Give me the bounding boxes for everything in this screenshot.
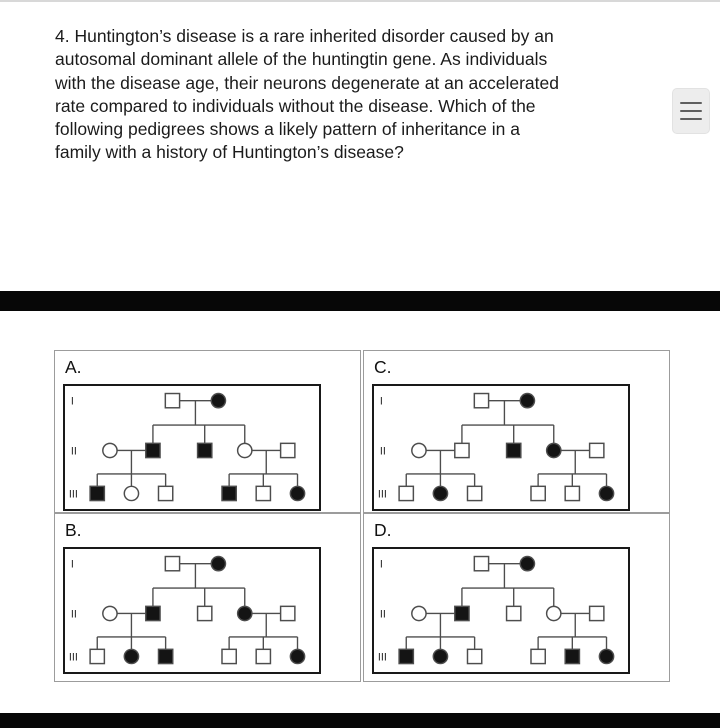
menu-bar-line — [680, 118, 702, 120]
person-I-2-affected — [519, 555, 536, 572]
person-II-5-unaffected — [279, 605, 296, 622]
question-line: autosomal dominant allele of the hunting… — [55, 49, 548, 70]
person-II-5-unaffected — [279, 442, 296, 459]
question-line: family with a history of Huntington’s di… — [55, 142, 404, 163]
person-I-2-affected — [210, 392, 227, 409]
person-III-3-unaffected — [466, 648, 483, 665]
person-III-5-unaffected — [255, 485, 272, 502]
top-edge-divider — [0, 0, 720, 2]
person-III-5-unaffected — [564, 485, 581, 502]
person-III-3-unaffected — [157, 485, 174, 502]
person-I-1-unaffected — [164, 555, 181, 572]
generation-label: III — [378, 651, 387, 663]
question-line: with the disease age, their neurons dege… — [55, 72, 559, 93]
person-III-1-affected — [89, 485, 106, 502]
person-II-3-unaffected — [196, 605, 213, 622]
person-III-2-unaffected — [123, 485, 140, 502]
menu-bar-line — [680, 110, 702, 112]
person-I-1-unaffected — [473, 555, 490, 572]
person-III-6-affected — [289, 648, 306, 665]
person-III-3-affected — [157, 648, 174, 665]
person-II-5-unaffected — [588, 442, 605, 459]
generation-label: I — [71, 559, 74, 571]
person-III-4-affected — [221, 485, 237, 502]
person-II-2-affected — [145, 605, 161, 622]
person-II-3-affected — [196, 442, 213, 459]
generation-label: II — [71, 445, 77, 457]
person-III-1-unaffected — [398, 485, 415, 502]
person-I-2-affected — [210, 555, 227, 572]
person-III-2-affected — [432, 485, 449, 502]
generation-label: I — [71, 396, 74, 408]
person-II-1-unaffected — [411, 605, 427, 622]
generation-label: II — [380, 608, 386, 620]
generation-label: II — [71, 608, 77, 620]
person-II-1-unaffected — [102, 442, 118, 459]
generation-label: I — [380, 559, 383, 571]
person-III-2-affected — [432, 648, 449, 665]
option-c-label: C. — [374, 357, 392, 377]
black-divider-bar — [0, 291, 720, 311]
question-line: following pedigrees shows a likely patte… — [55, 119, 520, 140]
person-II-4-affected — [236, 605, 253, 622]
option-a-label: A. — [65, 357, 82, 377]
person-II-1-unaffected — [102, 605, 118, 622]
person-III-1-unaffected — [89, 648, 106, 665]
person-III-5-affected — [564, 648, 581, 665]
person-I-1-unaffected — [473, 392, 490, 409]
person-III-1-affected — [398, 648, 415, 665]
generation-label: III — [378, 488, 387, 500]
person-III-5-unaffected — [255, 648, 272, 665]
menu-bar-line — [680, 102, 702, 104]
person-III-6-affected — [598, 485, 615, 502]
bottom-black-bar — [0, 713, 720, 728]
person-II-2-affected — [454, 605, 470, 622]
person-II-2-affected — [145, 442, 161, 459]
person-III-4-unaffected — [530, 648, 546, 665]
person-II-3-unaffected — [505, 605, 522, 622]
question-line: rate compared to individuals without the… — [55, 95, 536, 116]
person-II-5-unaffected — [588, 605, 605, 622]
person-III-6-affected — [598, 648, 615, 665]
person-II-3-affected — [505, 442, 522, 459]
option-d-label: D. — [374, 520, 392, 540]
question-text: 4. Huntington’s disease is a rare inheri… — [55, 25, 559, 165]
person-II-4-affected — [545, 442, 562, 459]
person-II-4-unaffected — [545, 605, 562, 622]
person-III-3-unaffected — [466, 485, 483, 502]
question-line: 4. Huntington’s disease is a rare inheri… — [55, 26, 554, 46]
generation-label: III — [69, 651, 78, 663]
person-II-4-unaffected — [236, 442, 253, 459]
person-II-1-unaffected — [411, 442, 427, 459]
person-III-2-affected — [123, 648, 140, 665]
generation-label: III — [69, 488, 78, 500]
person-II-2-unaffected — [454, 442, 470, 459]
person-I-2-affected — [519, 392, 536, 409]
generation-label: II — [380, 445, 386, 457]
person-III-6-affected — [289, 485, 306, 502]
person-III-4-unaffected — [530, 485, 546, 502]
hamburger-menu-icon[interactable] — [672, 88, 710, 134]
generation-label: I — [380, 396, 383, 408]
option-b-label: B. — [65, 520, 82, 540]
person-I-1-unaffected — [164, 392, 181, 409]
person-III-4-unaffected — [221, 648, 237, 665]
